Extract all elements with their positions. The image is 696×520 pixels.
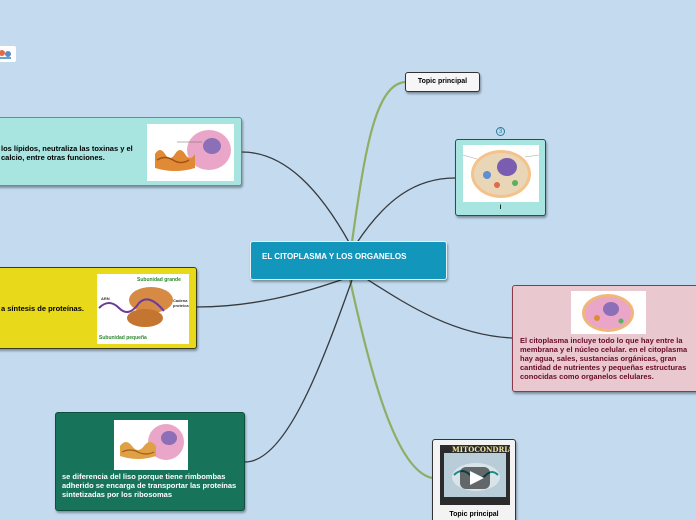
lisosoma-image [147, 124, 234, 181]
node-reticulo[interactable]: se diferencia del liso porque tiene rimb… [55, 412, 245, 511]
ribosoma-image: Subunidad grande Cadena proteica ARN Sub… [97, 274, 189, 344]
branch-topic-top [350, 80, 406, 243]
node-lisosoma[interactable]: los lípidos, neutraliza las toxinas y el… [0, 117, 242, 186]
celula-image [463, 145, 539, 202]
branch-reticulo [244, 279, 353, 463]
citoplasma-image [571, 291, 646, 334]
node-topic-top[interactable]: Topic principal [405, 72, 480, 92]
celula-caption: l [499, 205, 502, 211]
node-video[interactable]: MITOCONDRIAS Topic principal [432, 439, 516, 520]
small-thumbnail[interactable] [0, 46, 16, 62]
branch-ribosoma [196, 275, 353, 308]
citoplasma-text: El citoplasma incluye todo lo que hay en… [520, 336, 688, 381]
topic-top-text: Topic principal [417, 78, 468, 85]
branch-celula [355, 177, 456, 245]
reticulo-text: se diferencia del liso porque tiene rimb… [62, 472, 237, 499]
reticulo-image [114, 420, 188, 470]
ribosoma-label-arn: ARN [101, 296, 110, 301]
node-ribosoma[interactable]: a síntesis de proteínas. Subunidad grand… [0, 267, 197, 349]
video-thumb-title: MITOCONDRIAS [452, 445, 510, 454]
ribosoma-label-small: Subunidad pequeña [99, 335, 147, 341]
branch-lisosoma [241, 151, 351, 245]
branch-citoplasma [364, 277, 513, 339]
play-icon [470, 471, 484, 485]
count-badge-text: 3 [498, 129, 503, 135]
branch-video [348, 279, 433, 480]
node-celula[interactable]: l [455, 139, 546, 216]
central-node[interactable]: EL CITOPLASMA Y LOS ORGANELOS [250, 241, 447, 280]
central-title: EL CITOPLASMA Y LOS ORGANELOS [262, 252, 407, 261]
ribosoma-text: a síntesis de proteínas. [1, 304, 84, 313]
node-citoplasma[interactable]: El citoplasma incluye todo lo que hay en… [512, 285, 696, 392]
ribosoma-label-large: Subunidad grande [137, 277, 181, 283]
count-badge[interactable]: 3 [496, 127, 505, 136]
lisosoma-text: los lípidos, neutraliza las toxinas y el… [1, 144, 133, 162]
video-caption: Topic principal [449, 511, 499, 518]
video-thumbnail[interactable]: MITOCONDRIAS [440, 445, 510, 505]
ribosoma-label-chain: Cadena proteica [173, 298, 189, 308]
